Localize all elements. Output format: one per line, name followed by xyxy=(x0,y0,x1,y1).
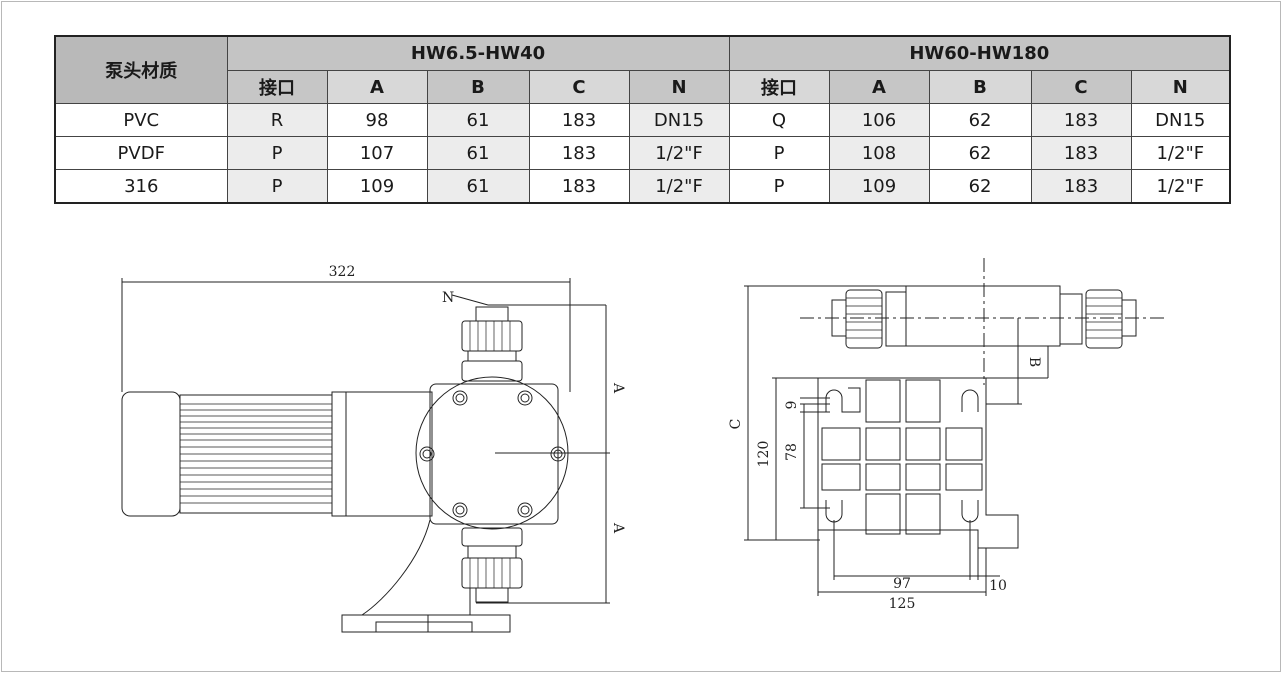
cell: 107 xyxy=(326,136,428,170)
sub-header-a: A xyxy=(326,70,428,104)
top-port xyxy=(475,306,509,322)
top-nut-ribs xyxy=(469,321,511,351)
material-cell: PVDF xyxy=(54,136,228,170)
cell: 109 xyxy=(828,169,930,204)
dim-label-97: 97 xyxy=(893,576,911,592)
base-slot xyxy=(375,621,473,633)
label-c: C xyxy=(728,419,744,430)
left-nut-ribs xyxy=(846,297,882,339)
dim-label-78: 78 xyxy=(784,443,800,461)
group-header-1: HW6.5-HW40 xyxy=(226,35,730,71)
left-fitting-nut xyxy=(845,289,883,349)
cell: 98 xyxy=(326,103,428,137)
pump-head xyxy=(415,376,569,530)
label-a-bottom: A xyxy=(610,522,626,534)
table-row: PVC R 98 61 183 DN15 Q 106 62 183 DN15 xyxy=(54,103,1231,137)
cell: 183 xyxy=(528,136,630,170)
cell: 183 xyxy=(1030,136,1132,170)
gearbox-housing xyxy=(331,391,433,517)
material-header: 泵头材质 xyxy=(54,35,228,104)
base-grid xyxy=(821,379,983,535)
sub-header-c: C xyxy=(1030,70,1132,104)
top-valve-body xyxy=(461,360,523,382)
cell: 183 xyxy=(528,103,630,137)
pump-side-view: 322 N A A xyxy=(121,264,626,633)
right-fitting-nut xyxy=(1085,289,1123,349)
bottom-valve-collar xyxy=(467,545,517,559)
table-header-row-1: 泵头材质 HW6.5-HW40 HW60-HW180 xyxy=(54,35,1231,104)
cell: 1/2"F xyxy=(1130,169,1231,204)
cell: 62 xyxy=(928,103,1032,137)
left-port xyxy=(831,299,847,337)
dim-label-322: 322 xyxy=(329,264,356,280)
top-valve-nut xyxy=(461,320,523,352)
table-header-row-2: 接口 A B C N 接口 A B C N xyxy=(55,70,1231,104)
cell: 62 xyxy=(928,136,1032,170)
sub-header-b: B xyxy=(426,70,530,104)
cell: P xyxy=(728,169,830,204)
mounting-slots xyxy=(825,387,979,523)
cell: P xyxy=(728,136,830,170)
label-a-top: A xyxy=(610,382,626,394)
cell: 108 xyxy=(828,136,930,170)
cell: 1/2"F xyxy=(628,136,730,170)
motor-fins xyxy=(180,403,332,504)
sub-header-n: N xyxy=(628,70,730,104)
material-cell: 316 xyxy=(54,169,228,204)
dim-label-10: 10 xyxy=(989,578,1007,594)
bolt-heads xyxy=(419,390,566,518)
pump-body xyxy=(429,383,559,525)
sub-header-port: 接口 xyxy=(728,70,830,104)
cell: 109 xyxy=(326,169,428,204)
cell: P xyxy=(226,169,328,204)
dim-label-120: 120 xyxy=(756,441,772,468)
cell: 61 xyxy=(426,169,530,204)
pump-base-view: B C 120 78 xyxy=(728,258,1165,612)
label-n: N xyxy=(442,290,454,306)
motor-end-cap xyxy=(121,391,181,517)
base-plate xyxy=(341,614,511,633)
cell: 61 xyxy=(426,103,530,137)
cell: 183 xyxy=(1030,169,1132,204)
base-outline xyxy=(817,377,1019,549)
bottom-valve-nut xyxy=(461,557,523,589)
cell: 1/2"F xyxy=(628,169,730,204)
cell: P xyxy=(226,136,328,170)
cell: 1/2"F xyxy=(1130,136,1231,170)
table-row: PVDF P 107 61 183 1/2"F P 108 62 183 1/2… xyxy=(54,136,1231,170)
table-row: 316 P 109 61 183 1/2"F P 109 62 183 1/2"… xyxy=(54,169,1231,204)
right-fitting-collar xyxy=(1059,293,1083,345)
sub-header-n: N xyxy=(1130,70,1231,104)
sub-header-b: B xyxy=(928,70,1032,104)
dim-label-125: 125 xyxy=(889,596,916,612)
label-b: B xyxy=(1026,357,1042,367)
dim-label-9: 9 xyxy=(784,401,800,410)
bottom-port xyxy=(475,587,509,603)
cell: 183 xyxy=(528,169,630,204)
cell: 183 xyxy=(1030,103,1132,137)
bottom-nut-ribs xyxy=(469,558,511,588)
leader-line xyxy=(451,294,489,306)
left-fitting-collar xyxy=(885,291,907,347)
bottom-valve-body xyxy=(461,527,523,547)
right-port xyxy=(1121,299,1137,337)
spec-table: 泵头材质 HW6.5-HW40 HW60-HW180 接口 A B C N 接口… xyxy=(54,35,1232,204)
head-body xyxy=(905,285,1061,347)
support-curve xyxy=(361,519,431,616)
right-nut-ribs xyxy=(1086,297,1122,339)
top-valve-collar xyxy=(467,350,517,362)
cell: 62 xyxy=(928,169,1032,204)
